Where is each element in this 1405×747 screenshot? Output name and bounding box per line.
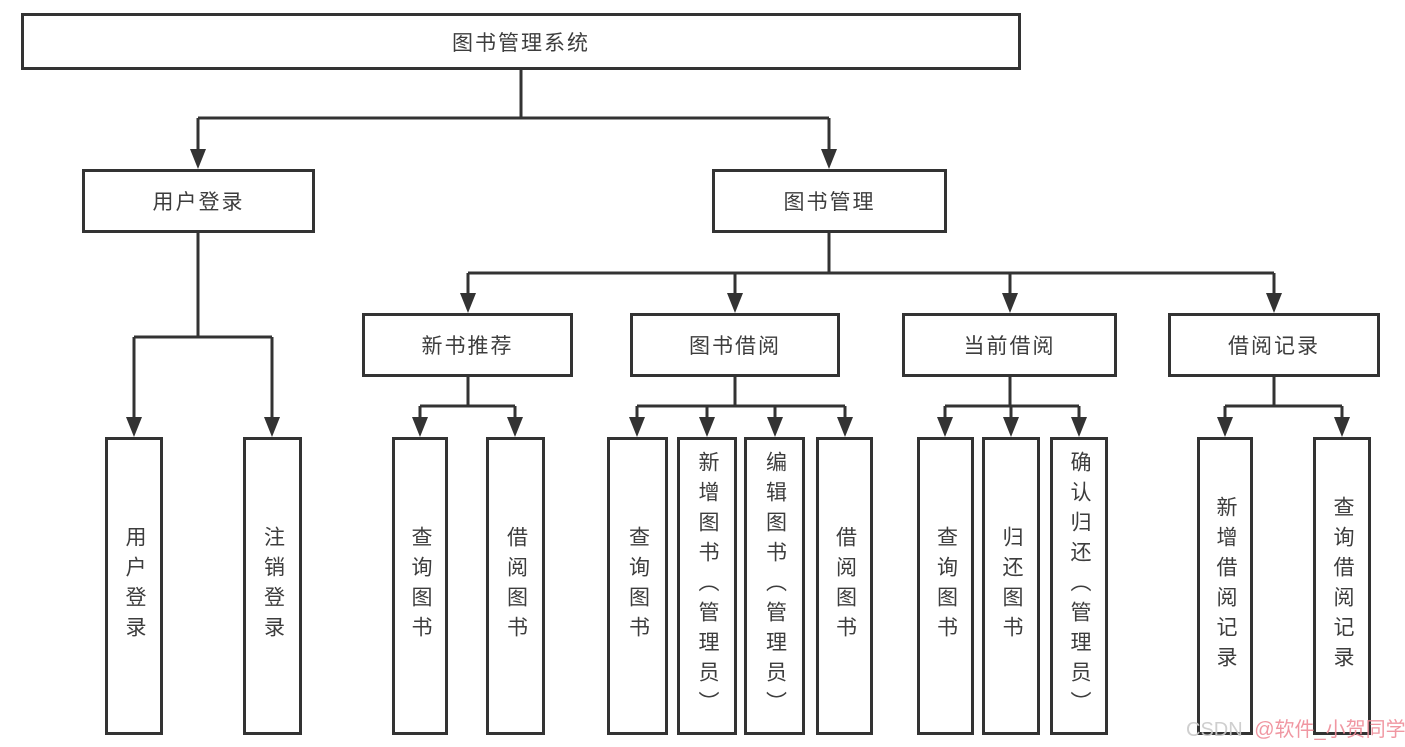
leaf-label: 借阅图书 [504,526,528,646]
node-label: 图书管理 [783,191,876,214]
node-label: 图书管理系统 [452,31,590,55]
leaf-query-borrow-record: 查询借阅记录 [1313,437,1371,735]
node-book-borrow: 图书借阅 [630,313,840,377]
leaf-label: 新增图书（管理员） [696,451,719,721]
arrow-down-icon [412,417,428,437]
leaf-label: 用户登录 [123,526,146,646]
leaf-logout: 注销登录 [243,437,302,735]
arrow-down-icon [727,293,743,313]
watermark-brand: CSDN [1186,719,1243,741]
leaf-query-books: 查询图书 [917,437,974,735]
leaf-label: 新增借阅记录 [1214,496,1237,676]
arrow-down-icon [1266,293,1282,313]
arrow-down-icon [1334,417,1350,437]
leaf-label: 借阅图书 [833,526,857,646]
arrow-down-icon [629,417,645,437]
leaf-add-borrow-record: 新增借阅记录 [1197,437,1253,735]
leaf-label: 查询借阅记录 [1331,496,1354,676]
leaf-return-books: 归还图书 [982,437,1040,735]
leaf-add-books-admin: 新增图书（管理员） [677,437,737,735]
node-new-book-recommend: 新书推荐 [362,313,573,377]
leaf-label: 查询图书 [934,526,958,646]
arrowheads [126,149,1350,437]
node-label: 新书推荐 [421,335,514,358]
leaf-query-books: 查询图书 [607,437,668,735]
leaf-confirm-return-admin: 确认归还（管理员） [1050,437,1108,735]
arrow-down-icon [1217,417,1233,437]
arrow-down-icon [1003,417,1019,437]
arrow-down-icon [1071,417,1087,437]
node-label: 借阅记录 [1228,335,1320,358]
node-label: 当前借阅 [963,335,1056,358]
leaf-borrow-books: 借阅图书 [816,437,873,735]
arrow-down-icon [837,417,853,437]
leaf-label: 查询图书 [626,526,650,646]
watermark-handle: @软件_小贺同学 [1254,719,1405,741]
node-borrow-records: 借阅记录 [1168,313,1380,377]
arrow-down-icon [264,417,280,437]
arrow-down-icon [460,293,476,313]
leaf-label: 注销登录 [261,526,285,646]
node-label: 用户登录 [152,191,245,214]
arrow-down-icon [821,149,837,169]
arrow-down-icon [507,417,523,437]
leaf-edit-books-admin: 编辑图书（管理员） [744,437,805,735]
leaf-query-books: 查询图书 [392,437,448,735]
leaf-label: 归还图书 [1000,526,1023,646]
arrow-down-icon [699,417,715,437]
connector-stems [132,70,1344,419]
arrow-down-icon [190,149,206,169]
node-user-login: 用户登录 [82,169,315,233]
leaf-user-login: 用户登录 [105,437,163,735]
node-book-management: 图书管理 [712,169,947,233]
leaf-label: 确认归还（管理员） [1068,451,1091,721]
node-root-library-system: 图书管理系统 [21,13,1021,70]
leaf-label: 编辑图书（管理员） [763,451,787,721]
arrow-down-icon [937,417,953,437]
arrow-down-icon [126,417,142,437]
node-current-borrow: 当前借阅 [902,313,1117,377]
arrow-down-icon [767,417,783,437]
node-label: 图书借阅 [689,335,781,358]
leaf-label: 查询图书 [409,526,432,646]
arrow-down-icon [1002,293,1018,313]
watermark: CSDN @软件_小贺同学 [1186,713,1405,742]
leaf-borrow-books: 借阅图书 [486,437,545,735]
